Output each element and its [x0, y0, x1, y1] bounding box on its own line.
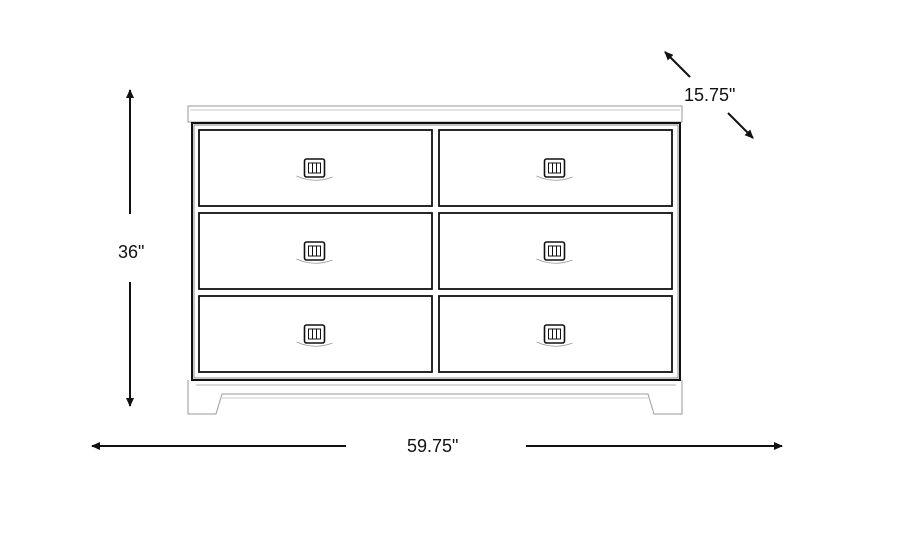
drawer: [198, 129, 433, 207]
drawer: [438, 295, 673, 373]
drawer-front: [198, 212, 433, 290]
drawer-handle-icon: [296, 158, 333, 181]
dresser-outline: [187, 105, 683, 415]
depth-label: 15.75": [684, 85, 736, 105]
width-label: 59.75": [407, 436, 459, 456]
drawer: [438, 129, 673, 207]
drawer-front: [438, 295, 673, 373]
drawer-handle-icon: [536, 241, 573, 264]
drawer-front: [198, 129, 433, 207]
drawer-front: [438, 212, 673, 290]
drawer: [438, 212, 673, 290]
drawer-front: [438, 129, 673, 207]
drawer-handle-icon: [536, 158, 573, 181]
depth-arrow-back: [664, 51, 691, 78]
drawer: [198, 295, 433, 373]
drawer-handle-icon: [296, 241, 333, 264]
drawer-handle-icon: [296, 324, 333, 347]
drawer: [198, 212, 433, 290]
height-label: 36": [118, 242, 145, 262]
drawer-group: [198, 129, 673, 373]
drawer-handle-icon: [536, 324, 573, 347]
depth-dimension: [664, 51, 754, 139]
drawer-front: [198, 295, 433, 373]
depth-arrow-front: [727, 112, 754, 139]
